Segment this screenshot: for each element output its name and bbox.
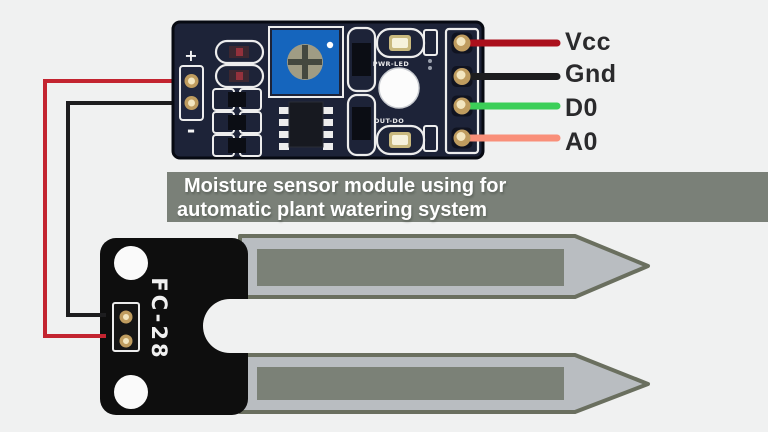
diode-footprints: [346, 26, 377, 157]
module-mounting-hole: [378, 67, 420, 109]
probe-upper-trace: [257, 249, 564, 286]
probe-lower-trace: [257, 367, 564, 400]
plus-marking: +: [184, 46, 197, 65]
d0-pin-label: D0: [565, 94, 598, 122]
ic-chip: [279, 101, 333, 150]
ic-body: [288, 101, 324, 148]
potentiometer: [268, 26, 344, 98]
vcc-pin-label: Vcc: [565, 28, 611, 56]
probe-hole-bottom: [114, 375, 148, 409]
soil-probe: FC-28: [100, 234, 650, 415]
potentiometer-dot: [326, 41, 334, 49]
output-led-label: OUT-DO: [374, 117, 404, 125]
probe-head: [100, 238, 248, 415]
minus-marking: -: [187, 118, 195, 142]
probe-cutout: [203, 299, 252, 353]
silkscreen-marks: [423, 29, 438, 152]
caption-banner: Moisture sensor module using for automat…: [167, 172, 768, 222]
a0-pin-label: A0: [565, 128, 598, 156]
probe-connector: [112, 302, 140, 352]
probe-hole-top: [114, 246, 148, 280]
power-led-label: PWR-LED: [373, 60, 410, 68]
caption-line-1: Moisture sensor module using for: [184, 175, 507, 197]
caption-line-2: automatic plant watering system: [177, 199, 488, 221]
sensor-module: + -: [171, 20, 485, 160]
gold-pads: [119, 34, 471, 348]
red-supply-wire: [43, 79, 186, 338]
probe-model-label: FC-28: [147, 277, 171, 360]
black-return-wire: [66, 101, 186, 317]
gnd-pin-label: Gnd: [565, 60, 617, 88]
smd-components: [228, 46, 249, 153]
